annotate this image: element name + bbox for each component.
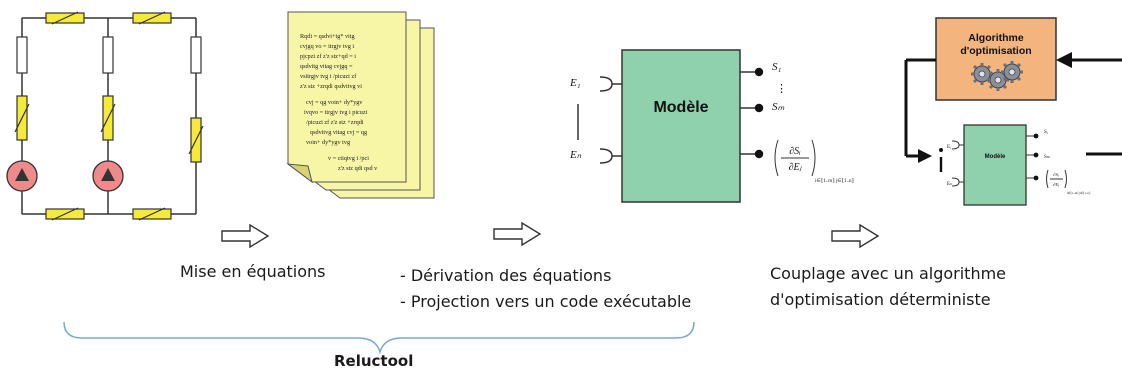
caption-couplage: Couplage avec un algorithme (770, 264, 1007, 283)
derivative-numerator: ∂Sᵢ (789, 146, 801, 157)
document-line: ivqvo = itrgjv tvg i picuzi (304, 109, 368, 116)
document-line: voin+ dy*ygv tvg (306, 139, 350, 146)
small-derivative-sub: i∈⟦1..m⟧ j∈⟦1..n⟧ (1067, 191, 1091, 195)
small-derivative-den: ∂Eⱼ (1053, 182, 1059, 187)
arrow-right-icon (221, 224, 269, 248)
document-line: cvjgq vo = itrgjv tvg i (300, 43, 354, 50)
input-last-label: Eₙ (569, 149, 582, 161)
output-dots: ⋮ (776, 83, 787, 95)
small-input-last: Eₙ (947, 182, 952, 187)
caption-projection: - Projection vers un code exécutable (400, 292, 692, 311)
reluctool-label: Reluctool (334, 352, 414, 370)
input-first-label: E₁ (569, 77, 581, 89)
output-last-label: Sₘ (772, 101, 785, 113)
document-line: Rqdi = qsdvi+tg* vitg (300, 33, 355, 40)
reluctool-brace (63, 321, 695, 355)
document-line: v = ctiqtvg i /pci (328, 155, 369, 162)
arrow-right-icon (493, 222, 541, 246)
model-label: Modèle (653, 99, 708, 116)
small-output-first: S₁ (1044, 130, 1049, 135)
document-line: z'z stz +zrqdi qsdvitvg vi (300, 83, 362, 90)
document-stack-icon (286, 11, 435, 199)
small-model-label: Modèle (985, 154, 1006, 160)
derivative-subscript: i∈⟦1..m⟧ j∈⟦1..n⟧ (815, 178, 854, 184)
caption-mise-en-equations: Mise en équations (180, 262, 326, 281)
document-line: qsdvitvg vitag cvj = qg (310, 129, 367, 136)
document-line: pjcpzi zf z'z stz+qd = i (300, 53, 356, 60)
document-line: /picuzi zf z'z stz +zrqdi (306, 119, 364, 126)
small-derivative-num: ∂Sᵢ (1053, 172, 1059, 177)
document-line: z'z stz qdi qsd v (338, 165, 378, 172)
caption-derivation: - Dérivation des équations (400, 266, 612, 285)
output-first-label: S₁ (772, 61, 782, 73)
model-block (577, 49, 816, 203)
caption-optimisation: d'optimisation déterministe (770, 290, 991, 309)
optimisation-block (904, 17, 1122, 206)
optim-label-line2: d'optimisation (960, 45, 1031, 57)
document-line: qsdvitg vitag cvjgq = (300, 63, 353, 70)
circuit-diagram (6, 11, 204, 221)
arrow-right-icon (831, 224, 879, 248)
optim-label-line1: Algorithme (968, 32, 1024, 44)
small-input-first: E₁ (947, 145, 952, 150)
document-line: cvj = qg voin+ dy*ygv (306, 99, 363, 106)
document-line: vsitrgjv tvg i /picuzi zf (300, 73, 357, 80)
derivative-denominator: ∂Eⱼ (789, 162, 803, 173)
small-output-last: Sₘ (1044, 155, 1050, 160)
document-text: Rqdi = qsdvi+tg* vitg cvjgq vo = itrgjv t… (300, 33, 378, 172)
